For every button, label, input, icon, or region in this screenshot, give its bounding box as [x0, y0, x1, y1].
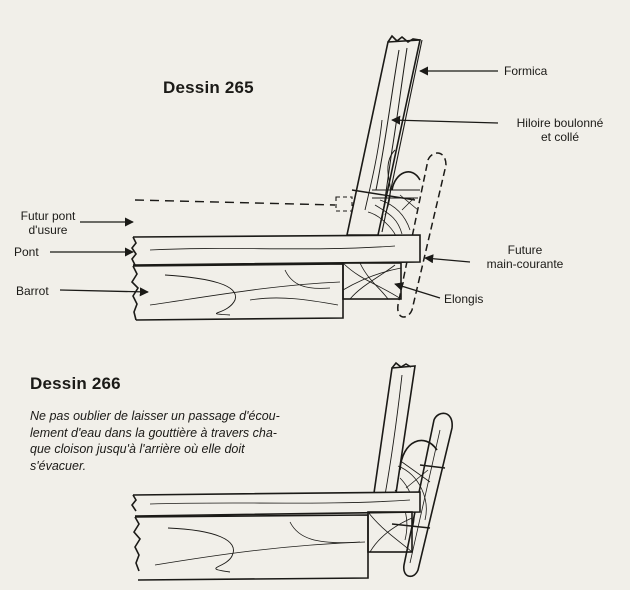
note-line: s'évacuer.: [30, 458, 87, 473]
drawing-265: [130, 34, 447, 321]
title-dessin-266: Dessin 266: [30, 374, 121, 393]
label-futur-pont-line2: d'usure: [28, 223, 68, 237]
coaming-plank: [346, 34, 422, 236]
formica-strip: [381, 39, 423, 233]
label-hiloire-line1: Hiloire boulonné: [516, 116, 604, 130]
note-dessin-266: Ne pas oublier de laisser un passage d'é…: [30, 408, 375, 474]
label-futur-pont: Futur pont d'usure: [8, 209, 88, 237]
note-line: Ne pas oublier de laisser un passage d'é…: [30, 409, 280, 423]
handrail-266: [403, 412, 453, 578]
note-line: que cloison jusqu'à l'arrière où elle do…: [30, 442, 245, 456]
leader-hiloire: [391, 115, 499, 125]
beam-266: [133, 514, 369, 581]
deck-plank-266: [131, 491, 421, 517]
note-line: lement d'eau dans la gouttière à travers…: [30, 425, 277, 440]
title-dessin-265: Dessin 265: [163, 78, 254, 97]
leader-barrot: [59, 287, 149, 297]
stringer: [342, 262, 402, 300]
deck-plank: [131, 234, 421, 266]
coaming-plank-266: [372, 361, 416, 501]
future-wear-deck-end: [335, 196, 353, 212]
label-future-main-line1: Future: [507, 243, 543, 257]
label-hiloire: Hiloire boulonné et collé: [500, 116, 620, 144]
label-hiloire-line2: et collé: [540, 130, 580, 144]
label-elongis: Elongis: [444, 292, 484, 306]
leader-elongis: [394, 282, 441, 299]
coaming-bolt: [351, 189, 416, 201]
gutter: [367, 171, 421, 237]
drawing-266: [131, 361, 453, 581]
label-formica: Formica: [504, 64, 548, 78]
future-handrail: [397, 152, 447, 318]
label-barrot: Barrot: [16, 284, 49, 298]
stringer-bolt-266: [391, 523, 431, 529]
label-future-main-courante: Future main-courante: [470, 243, 580, 271]
stringer-266: [367, 511, 413, 553]
leader-future-main: [424, 254, 471, 264]
label-pont: Pont: [14, 245, 39, 259]
label-future-main-line2: main-courante: [486, 257, 564, 271]
future-wear-deck: [134, 199, 336, 206]
leaders-265: [50, 66, 499, 299]
label-futur-pont-line1: Futur pont: [20, 209, 76, 223]
beam: [130, 263, 344, 321]
